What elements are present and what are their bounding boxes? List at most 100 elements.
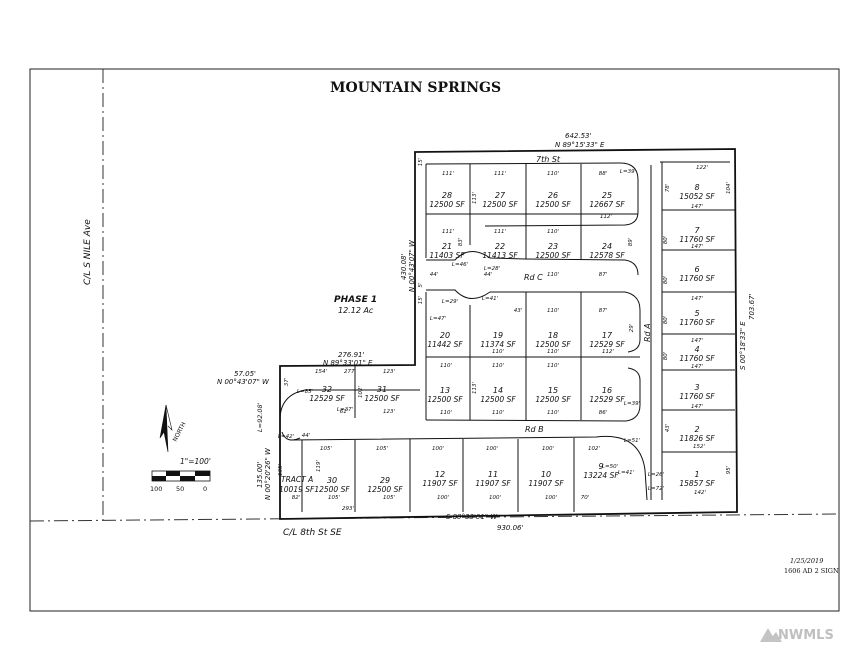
bottom-length: 930.06' [497, 524, 523, 532]
eighth-st-label: C/L 8th St SE [283, 528, 342, 538]
left-arc-length: L=92.08' [256, 402, 264, 432]
lot-area: 12500 SF [535, 395, 571, 404]
dimension-label: L=29' [442, 299, 458, 305]
lot-number: 8 [694, 183, 699, 192]
dimension-label: 102' [358, 386, 364, 398]
phase-area: 12.12 Ac [338, 306, 374, 315]
lot-area: 11907 SF [475, 479, 511, 488]
dimension-label: 111' [494, 171, 506, 177]
dimension-label: 86' [599, 410, 608, 416]
lot-number: 13 [440, 386, 450, 395]
top-length: 642.53' [565, 132, 591, 140]
lot-number: 6 [694, 265, 699, 274]
dimension-label: L=41' [618, 470, 634, 476]
lot-area: 12500 SF [367, 485, 403, 494]
scale-tick-0: 0 [203, 485, 207, 493]
lot-number: 30 [327, 476, 337, 485]
dimension-label: 110' [547, 349, 559, 355]
lot-number: 15 [548, 386, 558, 395]
dimension-label: 44' [302, 433, 311, 439]
dimension-label: 100' [437, 495, 449, 501]
lot-lines [301, 162, 736, 512]
dimension-label: 80' [663, 236, 669, 245]
lot-number: 2 [694, 425, 699, 434]
scale-ratio: 1"=100' [180, 457, 211, 466]
lot-number: 3 [694, 383, 699, 392]
dimension-label: L=50' [602, 464, 618, 470]
dimension-label: 89' [628, 238, 634, 247]
lot-area: 12500 SF [314, 485, 350, 494]
dimension-label: 147' [691, 244, 703, 250]
lot-number: 9 [598, 462, 603, 471]
dimension-label: 110' [440, 410, 452, 416]
dimension-label: 102' [588, 446, 600, 452]
west-upper-bearing: N 00°43'07" W [408, 239, 416, 292]
dimension-label: 37' [284, 378, 290, 387]
mid-step-length: 276.91' [338, 351, 364, 359]
lot-area: 12578 SF [589, 251, 625, 260]
north-label: NORTH [172, 421, 188, 443]
rd-a-label: Rd A [643, 323, 652, 342]
dimension-label: 110' [492, 349, 504, 355]
dimension-label: 113' [472, 382, 478, 394]
left-step-length: 57.05' [234, 370, 256, 378]
dimension-label: 82' [292, 495, 301, 501]
dimension-label: 110' [547, 272, 559, 278]
lot-area: 12500 SF [427, 395, 463, 404]
dimension-label: 110' [547, 229, 559, 235]
dimension-label: 112' [600, 214, 612, 220]
dimension-label: 104' [726, 182, 732, 194]
lot-area: 12500 SF [535, 340, 571, 349]
lot-area: 12500 SF [482, 200, 518, 209]
dimension-label: 152' [693, 444, 705, 450]
dimension-label: 147' [691, 404, 703, 410]
lot-number: 17 [602, 331, 613, 340]
lot-number: 11 [488, 470, 498, 479]
lot-number: 31 [377, 385, 387, 394]
rd-c-label: Rd C [524, 273, 543, 282]
dimension-label: 100' [489, 495, 501, 501]
dimension-label: L=39' [624, 401, 640, 407]
dimension-label: 44' [484, 272, 493, 278]
lot-area: 11374 SF [480, 340, 516, 349]
map-title: MOUNTAIN SPRINGS [330, 80, 501, 96]
lot-number: 25 [602, 191, 612, 200]
dimension-label: 123' [383, 409, 395, 415]
phase-name: PHASE 1 [334, 295, 377, 305]
dimension-label: 105' [376, 446, 388, 452]
lot-number: 10 [541, 470, 551, 479]
lot-number: 16 [602, 386, 612, 395]
lot-number: 22 [495, 242, 505, 251]
dimension-label: L=37' [337, 407, 353, 413]
dimension-label: 110' [492, 410, 504, 416]
dimension-label: 5' [418, 282, 424, 287]
dimension-label: 29' [629, 324, 635, 333]
dimension-label: 78' [665, 184, 671, 193]
dimension-label: 61' [340, 409, 349, 415]
dimension-label: L=47' [430, 316, 446, 322]
dimension-label: 88' [599, 171, 608, 177]
footer-code: 1606 AD 2 SIGN [784, 567, 839, 575]
dimension-label: 15' [418, 296, 424, 305]
lot-area: 12500 SF [535, 251, 571, 260]
dimension-label: 111' [442, 229, 454, 235]
east-bearing: S 00°18'33" E [739, 321, 747, 370]
mid-step-bearing: N 89°33'01" E [323, 359, 373, 367]
lot-area: 11760 SF [679, 354, 715, 363]
dimension-label: L=39' [620, 169, 636, 175]
lot-area: 12529 SF [309, 394, 345, 403]
scale-bar [151, 470, 211, 482]
bottom-bearing: S 89°33'01" W [446, 513, 498, 521]
footer-date: 1/25/2019 [790, 557, 824, 565]
dimension-label: 83' [458, 238, 464, 247]
lot-area: 13224 SF [583, 471, 619, 480]
nwmls-logo-icon [760, 628, 782, 642]
lot-number: 21 [442, 242, 452, 251]
tract-area: 10019 SF [279, 485, 315, 494]
lot-area: 11403 SF [429, 251, 465, 260]
dimension-label: L=26' [648, 472, 664, 478]
dimension-label: 80' [663, 316, 669, 325]
scale-tick-50: 50 [176, 485, 184, 493]
dimension-label: 80' [663, 352, 669, 361]
lot-area: 11907 SF [422, 479, 458, 488]
